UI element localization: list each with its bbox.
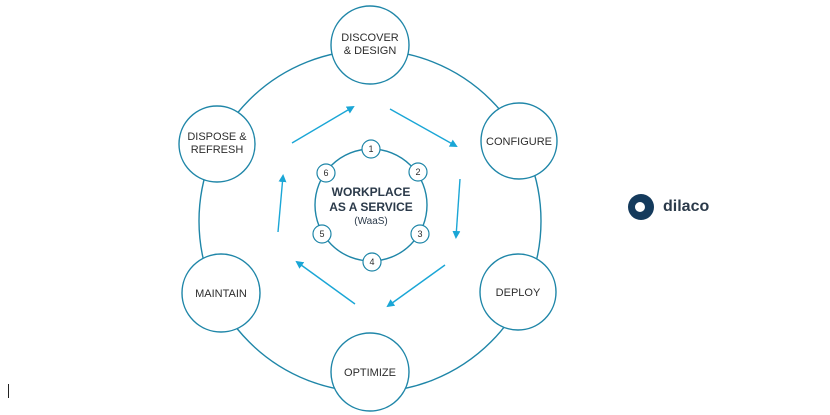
step-6-number: 6	[323, 168, 328, 178]
step-5-number: 5	[319, 229, 324, 239]
step-6: 6	[316, 163, 336, 183]
stage-configure: CONFIGURE	[480, 102, 558, 180]
dilaco-logo: dilaco	[627, 193, 709, 221]
stage-maintain: MAINTAIN	[181, 253, 261, 333]
text-cursor	[8, 384, 9, 398]
dilaco-logo-icon	[628, 194, 654, 220]
stage-dispose-label-2: REFRESH	[191, 144, 244, 156]
step-3-number: 3	[417, 229, 422, 239]
stage-dispose: DISPOSE & REFRESH	[178, 105, 256, 183]
center-title-line1: WORKPLACE	[332, 185, 411, 199]
stage-deploy-label: DEPLOY	[496, 287, 541, 299]
logo-text: dilaco	[663, 198, 710, 215]
arrow-3	[386, 264, 446, 308]
step-1: 1	[361, 139, 381, 159]
step-2: 2	[408, 162, 428, 182]
stage-discover: DISCOVER & DESIGN	[330, 5, 410, 85]
arrow-6	[291, 105, 355, 144]
stage-maintain-label: MAINTAIN	[195, 288, 247, 300]
step-4-number: 4	[369, 257, 374, 267]
stage-discover-label-1: DISCOVER	[341, 32, 399, 44]
arrow-1	[389, 108, 458, 147]
stage-optimize: OPTIMIZE	[330, 332, 410, 412]
step-1-number: 1	[368, 144, 373, 154]
stage-discover-label-2: & DESIGN	[344, 45, 397, 57]
arrow-4	[295, 260, 356, 305]
stage-dispose-label-1: DISPOSE &	[187, 131, 247, 143]
step-2-number: 2	[415, 167, 420, 177]
center-title-line2: AS A SERVICE	[329, 200, 413, 214]
cycle-arrows	[277, 105, 461, 308]
step-4: 4	[362, 252, 382, 272]
center-title: WORKPLACE AS A SERVICE (WaaS)	[329, 185, 413, 227]
stage-configure-label: CONFIGURE	[486, 136, 552, 148]
stage-optimize-label: OPTIMIZE	[344, 367, 396, 379]
stage-deploy: DEPLOY	[479, 253, 557, 331]
step-5: 5	[312, 224, 332, 244]
center-subtitle: (WaaS)	[354, 216, 388, 227]
arrow-5	[277, 174, 287, 233]
arrow-2	[452, 178, 461, 239]
step-3: 3	[410, 224, 430, 244]
